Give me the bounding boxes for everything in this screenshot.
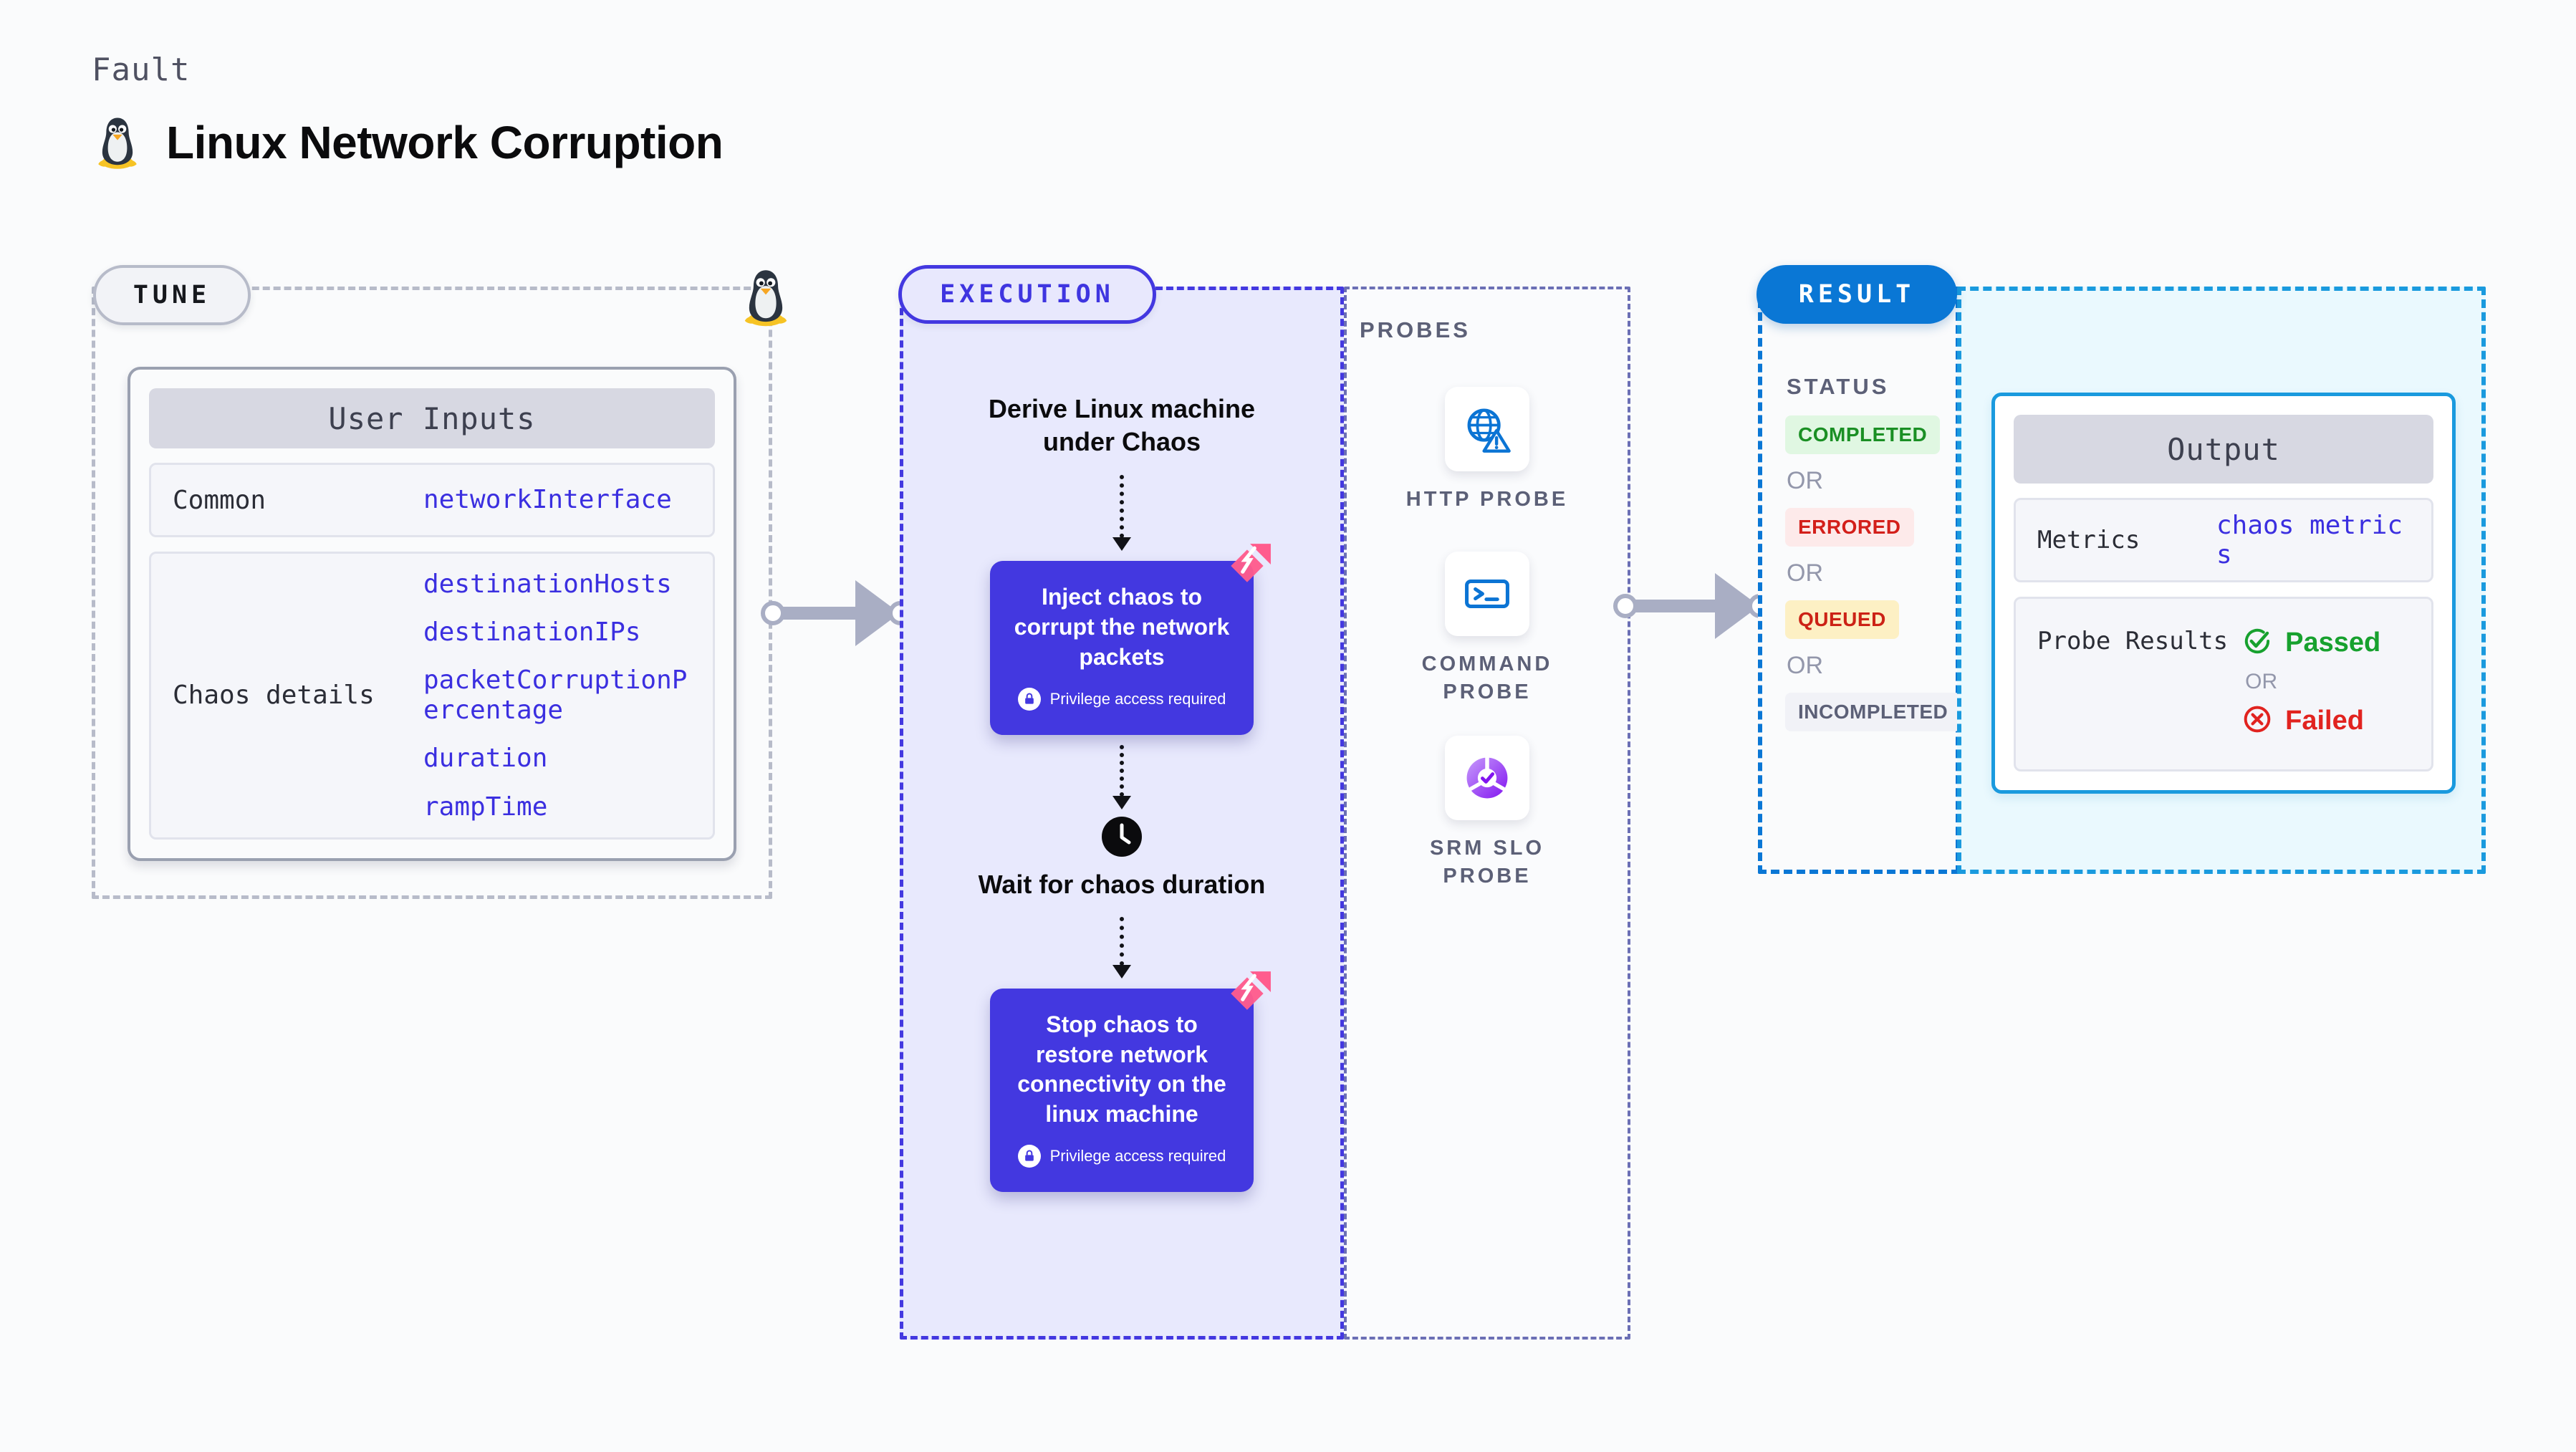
connector-line (778, 607, 860, 620)
page-title-row: Linux Network Corruption (92, 115, 724, 170)
result-badge[interactable]: RESULT (1756, 265, 1957, 324)
lock-icon (1017, 1145, 1041, 1168)
status-label: STATUS (1787, 374, 1890, 399)
input-value[interactable]: destinationHosts (423, 569, 672, 599)
linux-penguin-marker-icon (738, 266, 794, 328)
status-badge-queued: QUEUED (1785, 600, 1899, 639)
input-value[interactable]: rampTime (423, 792, 548, 822)
clock-icon (1102, 817, 1142, 857)
input-value[interactable]: networkInterface (423, 485, 672, 515)
linux-penguin-icon (92, 115, 143, 170)
x-circle-icon (2242, 704, 2272, 738)
page-title: Linux Network Corruption (166, 117, 724, 168)
connector-execution-to-result (1613, 573, 1772, 639)
privilege-note: Privilege access required (1017, 1145, 1226, 1168)
probe-result-passed-label: Passed (2285, 628, 2381, 658)
flow-arrow (1112, 475, 1131, 552)
globe-warning-icon (1445, 387, 1529, 471)
probe-label: HTTP PROBE (1405, 488, 1569, 511)
terminal-prompt-icon (1445, 552, 1529, 636)
privilege-note-text: Privilege access required (1049, 1147, 1226, 1165)
status-badge-completed: COMPLETED (1785, 415, 1941, 454)
input-value[interactable]: packetCorruptionPercentage (423, 665, 688, 725)
probe-item-srm-slo[interactable]: SRM SLO PROBE (1344, 736, 1630, 890)
flow-arrow (1112, 916, 1131, 979)
or-separator: OR (1787, 467, 1823, 494)
user-inputs-title: User Inputs (149, 388, 715, 449)
execution-badge[interactable]: EXECUTION (898, 265, 1156, 324)
chaos-step-inject[interactable]: Inject chaos to corrupt the network pack… (990, 544, 1271, 736)
status-badge-errored: ERRORED (1785, 508, 1914, 547)
probe-label: COMMAND PROBE (1421, 653, 1553, 704)
probe-result-failed: Failed (2242, 704, 2410, 738)
privilege-note: Privilege access required (1017, 688, 1226, 711)
output-row-probe-results: Probe Results Passed OR (2014, 597, 2433, 771)
input-row-key: Common (173, 485, 266, 515)
fault-kicker: Fault (92, 52, 191, 88)
lock-icon (1017, 688, 1041, 711)
probe-item-http[interactable]: HTTP PROBE (1344, 387, 1630, 514)
flow-step-wait-label: Wait for chaos duration (978, 870, 1266, 900)
metrics-value[interactable]: chaos metrics (2216, 510, 2403, 569)
probe-result-failed-label: Failed (2285, 706, 2364, 736)
check-circle-icon (2242, 626, 2272, 660)
input-row-common: Common networkInterface (149, 463, 715, 537)
status-options-list: COMPLETED OR ERRORED OR QUEUED OR INCOMP… (1785, 415, 1961, 731)
or-separator: OR (1787, 652, 1823, 679)
tune-badge[interactable]: TUNE (93, 265, 251, 325)
user-inputs-card: User Inputs Common networkInterface Chao… (128, 367, 736, 861)
flow-arrow (1112, 745, 1131, 810)
chaos-step-stop[interactable]: Stop chaos to restore network connectivi… (990, 971, 1271, 1193)
probe-item-command[interactable]: COMMAND PROBE (1344, 552, 1630, 706)
or-separator: OR (1787, 559, 1823, 587)
privilege-note-text: Privilege access required (1049, 690, 1226, 708)
output-card: Output Metrics chaos metrics Probe Resul… (1991, 393, 2456, 794)
flow-step-derive-label: Derive Linux machine under Chaos (988, 394, 1256, 456)
input-row-values: networkInterface (423, 485, 691, 514)
execution-flow: Derive Linux machine under Chaos Inject … (900, 393, 1344, 1193)
harness-logo-icon (1225, 970, 1272, 1016)
output-row-metrics: Metrics chaos metrics (2014, 498, 2433, 582)
probe-label: SRM SLO PROBE (1429, 837, 1545, 888)
input-row-key: Chaos details (173, 681, 375, 711)
input-row-values: destinationHosts destinationIPs packetCo… (423, 569, 691, 822)
connector-start-dot (761, 601, 785, 625)
input-value[interactable]: duration (423, 744, 548, 774)
slo-gauge-check-icon (1445, 736, 1529, 820)
output-title: Output (2014, 415, 2433, 484)
connector-line (1629, 600, 1721, 612)
chaos-step-label: Stop chaos to restore network connectivi… (1017, 1011, 1226, 1127)
probe-result-passed: Passed (2242, 626, 2410, 660)
connector-start-dot (1613, 594, 1638, 618)
harness-logo-icon (1225, 542, 1272, 588)
chaos-step-label: Inject chaos to corrupt the network pack… (1014, 584, 1230, 670)
input-row-chaos-details: Chaos details destinationHosts destinati… (149, 551, 715, 840)
status-badge-incompleted: INCOMPLETED (1785, 693, 1961, 731)
input-value[interactable]: destinationIPs (423, 617, 641, 648)
output-row-values: Passed OR Failed (2242, 626, 2410, 738)
connector-tune-to-execution (761, 580, 915, 646)
or-separator: OR (2245, 670, 2278, 693)
output-row-values: chaos metrics (2216, 511, 2410, 570)
output-row-key: Metrics (2037, 525, 2140, 554)
probes-label: PROBES (1360, 317, 1471, 342)
output-row-key: Probe Results (2037, 627, 2229, 655)
